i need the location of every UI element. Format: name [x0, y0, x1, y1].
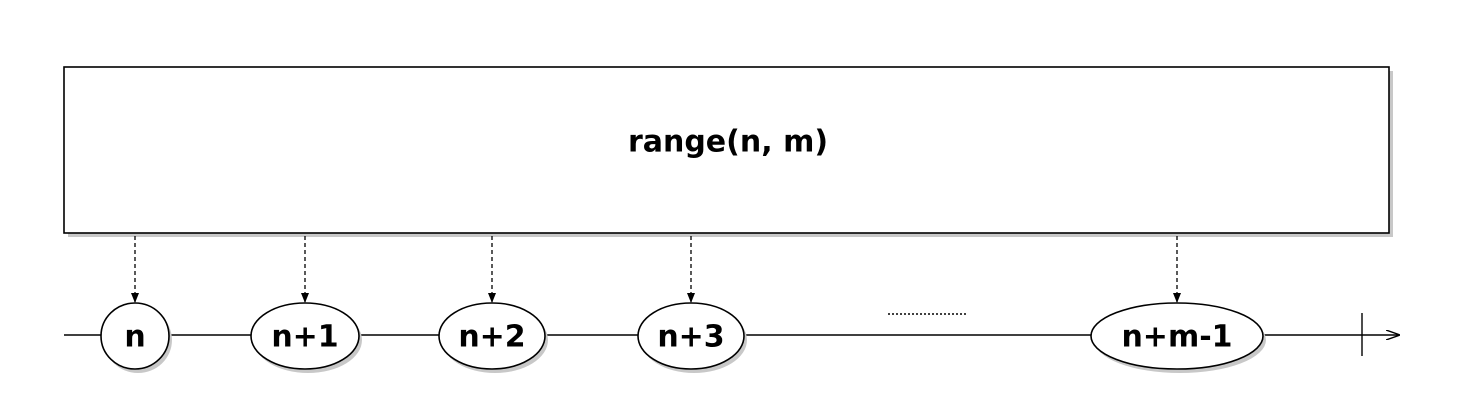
node-label: n+2: [458, 320, 525, 355]
range-box: range(n, m): [63, 66, 1393, 237]
node-4: n+m-1: [1090, 302, 1266, 373]
node-label: n+3: [657, 320, 724, 355]
node-1: n+1: [250, 302, 362, 373]
node-label: n+m-1: [1121, 320, 1232, 355]
node-label: n: [124, 320, 145, 355]
dashed-arrows: [131, 236, 1181, 303]
node-3: n+3: [637, 302, 747, 373]
node-label: n+1: [271, 320, 338, 355]
node-2: n+2: [438, 302, 548, 373]
node-0: n: [100, 302, 172, 373]
range-label: range(n, m): [628, 125, 828, 160]
